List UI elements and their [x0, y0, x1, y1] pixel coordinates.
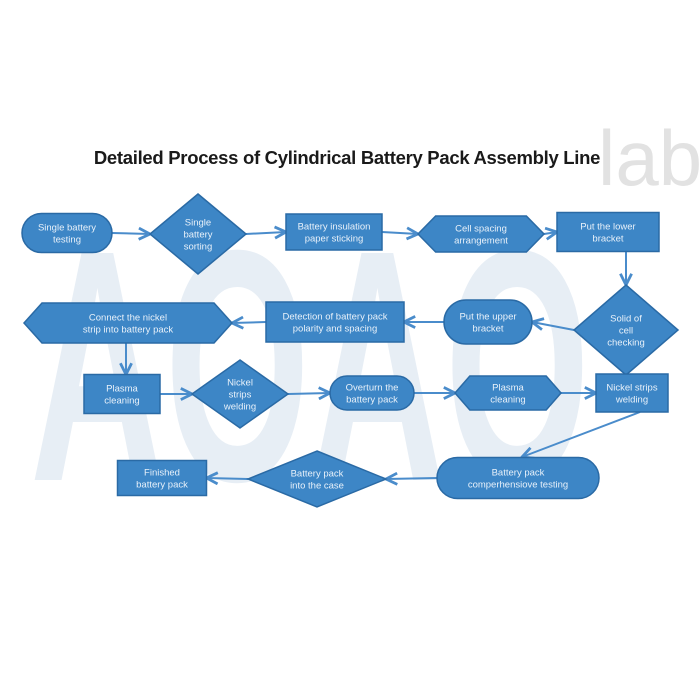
- rect-shape: [556, 211, 660, 253]
- node-label: Battery insulation: [298, 222, 371, 233]
- node-label: welding: [615, 395, 648, 406]
- rect-shape: [116, 459, 208, 497]
- node-label: arrangement: [454, 236, 508, 247]
- node-label: Overturn the: [346, 383, 399, 394]
- pill-shape: [443, 299, 533, 345]
- node-label: polarity and spacing: [293, 324, 378, 335]
- node-label: battery pack: [346, 395, 398, 406]
- node-label: bracket: [592, 234, 624, 245]
- hexagon-shape: [22, 302, 234, 344]
- node-label: cell: [619, 326, 633, 337]
- node-label: Nickel: [227, 378, 253, 389]
- node-label: battery pack: [136, 480, 188, 491]
- node-label: Finished: [144, 468, 180, 479]
- edges: [111, 232, 641, 479]
- rect-shape: [595, 373, 669, 413]
- rect-shape: [83, 373, 161, 415]
- node-label: Cell spacing: [455, 224, 507, 235]
- rect-shape: [265, 301, 405, 343]
- node-label: Single battery: [38, 223, 96, 234]
- node-label: Battery pack: [492, 468, 545, 479]
- node-label: sorting: [184, 242, 213, 253]
- node-label: battery: [183, 230, 212, 241]
- node-label: strip into battery pack: [83, 325, 174, 336]
- arrow-single-battery-sorting-to-battery-insulation-paper-sticking: [245, 232, 286, 234]
- arrow-nickel-strips-welding-1-to-overturn-the-battery-pack: [287, 393, 330, 394]
- node-label: Connect the nickel: [89, 313, 167, 324]
- node-label: cleaning: [490, 395, 525, 406]
- arrow-battery-insulation-paper-sticking-to-cell-spacing-arrangement: [381, 232, 418, 234]
- node-label: Put the upper: [459, 312, 516, 323]
- arrow-battery-pack-into-the-case-to-finished-battery-pack: [207, 478, 249, 479]
- nodes: Single batterytestingSinglebatterysortin…: [21, 193, 680, 508]
- node-label: Put the lower: [580, 222, 635, 233]
- node-label: cleaning: [104, 396, 139, 407]
- node-label: Detection of battery pack: [282, 312, 387, 323]
- node-label: comperhensiove testing: [468, 480, 568, 491]
- node-label: Single: [185, 218, 211, 229]
- node-label: checking: [607, 338, 645, 349]
- node-label: paper sticking: [305, 234, 364, 245]
- arrow-nickel-strips-welding-2-to-battery-pack-comprehensive-testing: [522, 411, 641, 457]
- arrow-solid-of-cell-checking-to-put-the-upper-bracket: [532, 322, 575, 331]
- arrow-single-battery-testing-to-single-battery-sorting: [111, 233, 150, 234]
- pill-shape: [436, 456, 600, 500]
- rect-shape: [285, 213, 383, 251]
- node-label: Battery pack: [291, 469, 344, 480]
- diamond-shape: [190, 359, 290, 429]
- pill-shape: [329, 375, 415, 411]
- diamond-shape: [148, 193, 248, 275]
- node-label: welding: [223, 402, 256, 413]
- node-label: bracket: [472, 324, 504, 335]
- node-label: Plasma: [106, 384, 138, 395]
- watermark-lab: lab: [598, 114, 700, 202]
- hexagon-shape: [416, 215, 546, 253]
- pill-shape: [21, 212, 113, 254]
- node-label: strips: [229, 390, 252, 401]
- arrow-battery-pack-comprehensive-testing-to-battery-pack-into-the-case: [386, 478, 438, 479]
- node-label: Nickel strips: [606, 383, 657, 394]
- arrow-detection-of-battery-pack-polarity-to-connect-the-nickel-strip: [232, 322, 267, 323]
- node-label: into the case: [290, 481, 344, 492]
- arrow-cell-spacing-arrangement-to-put-the-lower-bracket: [543, 232, 557, 234]
- diagram-title: Detailed Process of Cylindrical Battery …: [94, 147, 600, 168]
- node-label: Solid of: [610, 314, 642, 325]
- diamond-shape: [246, 450, 388, 508]
- node-label: Plasma: [492, 383, 524, 394]
- node-label: testing: [53, 235, 81, 246]
- hexagon-shape: [454, 375, 562, 411]
